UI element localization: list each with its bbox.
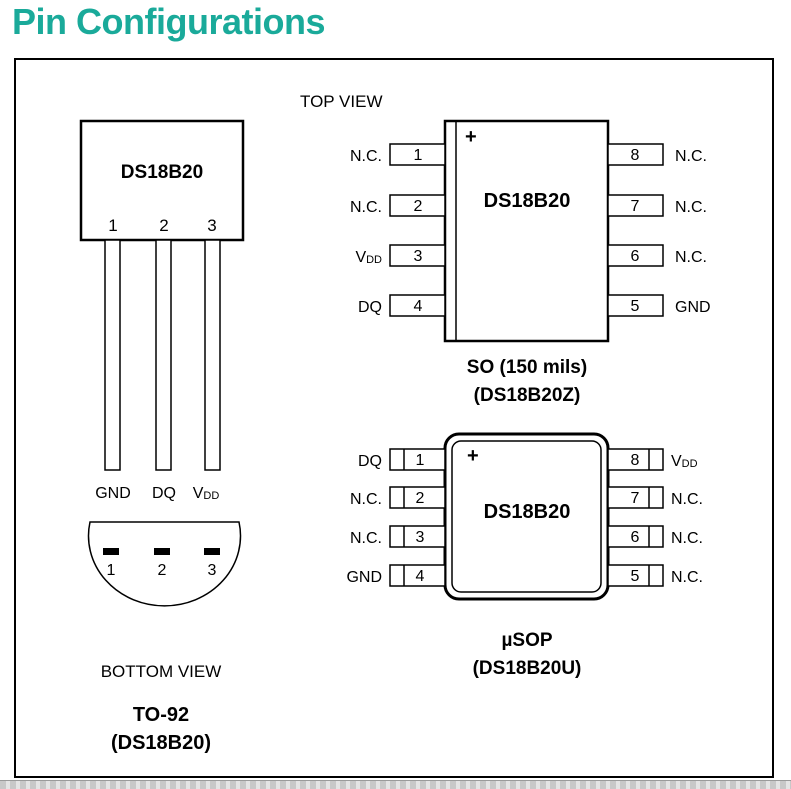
bottom-scroll-strip bbox=[0, 780, 791, 789]
usop-pin-7-number: 7 bbox=[631, 490, 640, 507]
to92-lead-1 bbox=[104, 239, 121, 471]
usop-pin-7-name: N.C. bbox=[671, 491, 703, 508]
usop-pin-6-name: N.C. bbox=[671, 530, 703, 547]
so-pin-1-name: N.C. bbox=[350, 148, 382, 165]
usop-pin-3-number: 3 bbox=[416, 529, 425, 546]
to92-pin-name-gnd: GND bbox=[95, 485, 131, 502]
so-pin-3-number: 3 bbox=[414, 248, 423, 265]
so-pin-3-name: VDD bbox=[355, 249, 382, 266]
usop-pin-8-name: VDD bbox=[671, 453, 698, 470]
to92-bottom-pin-1: 1 bbox=[107, 562, 116, 579]
usop-pin-3-name: N.C. bbox=[350, 530, 382, 547]
so-pin-8 bbox=[607, 143, 664, 166]
usop-package-part: (DS18B20U) bbox=[473, 658, 582, 679]
so-pin-7 bbox=[607, 194, 664, 217]
so-pin-6-number: 6 bbox=[631, 248, 640, 265]
diagram-frame bbox=[14, 58, 774, 778]
so-pin-5-name: GND bbox=[675, 299, 711, 316]
usop-pin-2-number: 2 bbox=[416, 490, 425, 507]
so-pin-4-name: DQ bbox=[358, 299, 382, 316]
so-pin-8-name: N.C. bbox=[675, 148, 707, 165]
to92-part-label: DS18B20 bbox=[121, 162, 203, 183]
usop-part-label: DS18B20 bbox=[484, 501, 571, 523]
to92-body bbox=[79, 119, 245, 242]
so-package-label: SO (150 mils) bbox=[467, 357, 587, 378]
to92-bottom-pin-3: 3 bbox=[208, 562, 217, 579]
usop-pin1-marker: + bbox=[467, 445, 479, 467]
top-view-label: TOP VIEW bbox=[300, 92, 383, 111]
so-pin1-marker: + bbox=[465, 126, 477, 148]
usop-pin-4-name: GND bbox=[346, 569, 382, 586]
so-package: + DS18B20 1 N.C. 2 N.C. 3 VDD 4 DQ 8 N.C… bbox=[350, 119, 711, 406]
usop-pin-8-number: 8 bbox=[631, 452, 640, 469]
so-pin-1-number: 1 bbox=[414, 147, 423, 164]
bottom-view-label: BOTTOM VIEW bbox=[101, 662, 222, 681]
to92-bottom-pad-3 bbox=[204, 548, 220, 555]
so-pin-2 bbox=[389, 194, 446, 217]
so-body bbox=[443, 119, 610, 343]
to92-pin-number-2: 2 bbox=[159, 216, 168, 235]
page-title: Pin Configurations bbox=[12, 1, 325, 42]
to92-pin-name-dq: DQ bbox=[152, 485, 176, 502]
usop-pin-6-number: 6 bbox=[631, 529, 640, 546]
to92-bottom-pin-2: 2 bbox=[158, 562, 167, 579]
usop-pin-4-number: 4 bbox=[416, 568, 425, 585]
to92-bottom-pad-2 bbox=[154, 548, 170, 555]
to92-lead-2 bbox=[155, 239, 172, 471]
so-pin-4 bbox=[389, 294, 446, 317]
to92-pin-number-1: 1 bbox=[108, 216, 117, 235]
so-part-label: DS18B20 bbox=[484, 190, 571, 212]
to92-package-label: TO-92 bbox=[133, 704, 189, 726]
usop-pin-5-name: N.C. bbox=[671, 569, 703, 586]
so-pin-6-name: N.C. bbox=[675, 249, 707, 266]
to92-package-part: (DS18B20) bbox=[111, 732, 211, 754]
usop-pin-5-number: 5 bbox=[631, 568, 640, 585]
usop-body-outer bbox=[443, 432, 610, 601]
usop-package: + DS18B20 1 DQ 2 N.C. 3 N.C. 4 GND 8 VDD… bbox=[346, 432, 703, 679]
so-pin-4-number: 4 bbox=[414, 298, 423, 315]
usop-pin-1-number: 1 bbox=[416, 452, 425, 469]
usop-pin-2-name: N.C. bbox=[350, 491, 382, 508]
to92-lead-3 bbox=[204, 239, 221, 471]
to92-bottom-outline bbox=[87, 521, 242, 607]
to92-pin-name-vdd: VDD bbox=[193, 485, 220, 502]
usop-pin-1-name: DQ bbox=[358, 453, 382, 470]
so-pin-2-number: 2 bbox=[414, 198, 423, 215]
so-package-part: (DS18B20Z) bbox=[474, 385, 581, 406]
usop-body-inner bbox=[451, 440, 602, 593]
usop-package-label: µSOP bbox=[501, 630, 552, 651]
so-pin-2-name: N.C. bbox=[350, 199, 382, 216]
so-pin-7-number: 7 bbox=[631, 198, 640, 215]
to92-pin-number-3: 3 bbox=[207, 216, 216, 235]
to92-package: DS18B20 1 2 3 GND DQ VDD 1 2 3 BOTTOM VI… bbox=[79, 119, 245, 754]
so-pin-5 bbox=[607, 294, 664, 317]
so-pin-8-number: 8 bbox=[631, 147, 640, 164]
so-pin-1 bbox=[389, 143, 446, 166]
so-pin-3 bbox=[389, 244, 446, 267]
to92-bottom-pad-1 bbox=[103, 548, 119, 555]
so-pin-6 bbox=[607, 244, 664, 267]
so-pin-5-number: 5 bbox=[631, 298, 640, 315]
so-pin-7-name: N.C. bbox=[675, 199, 707, 216]
